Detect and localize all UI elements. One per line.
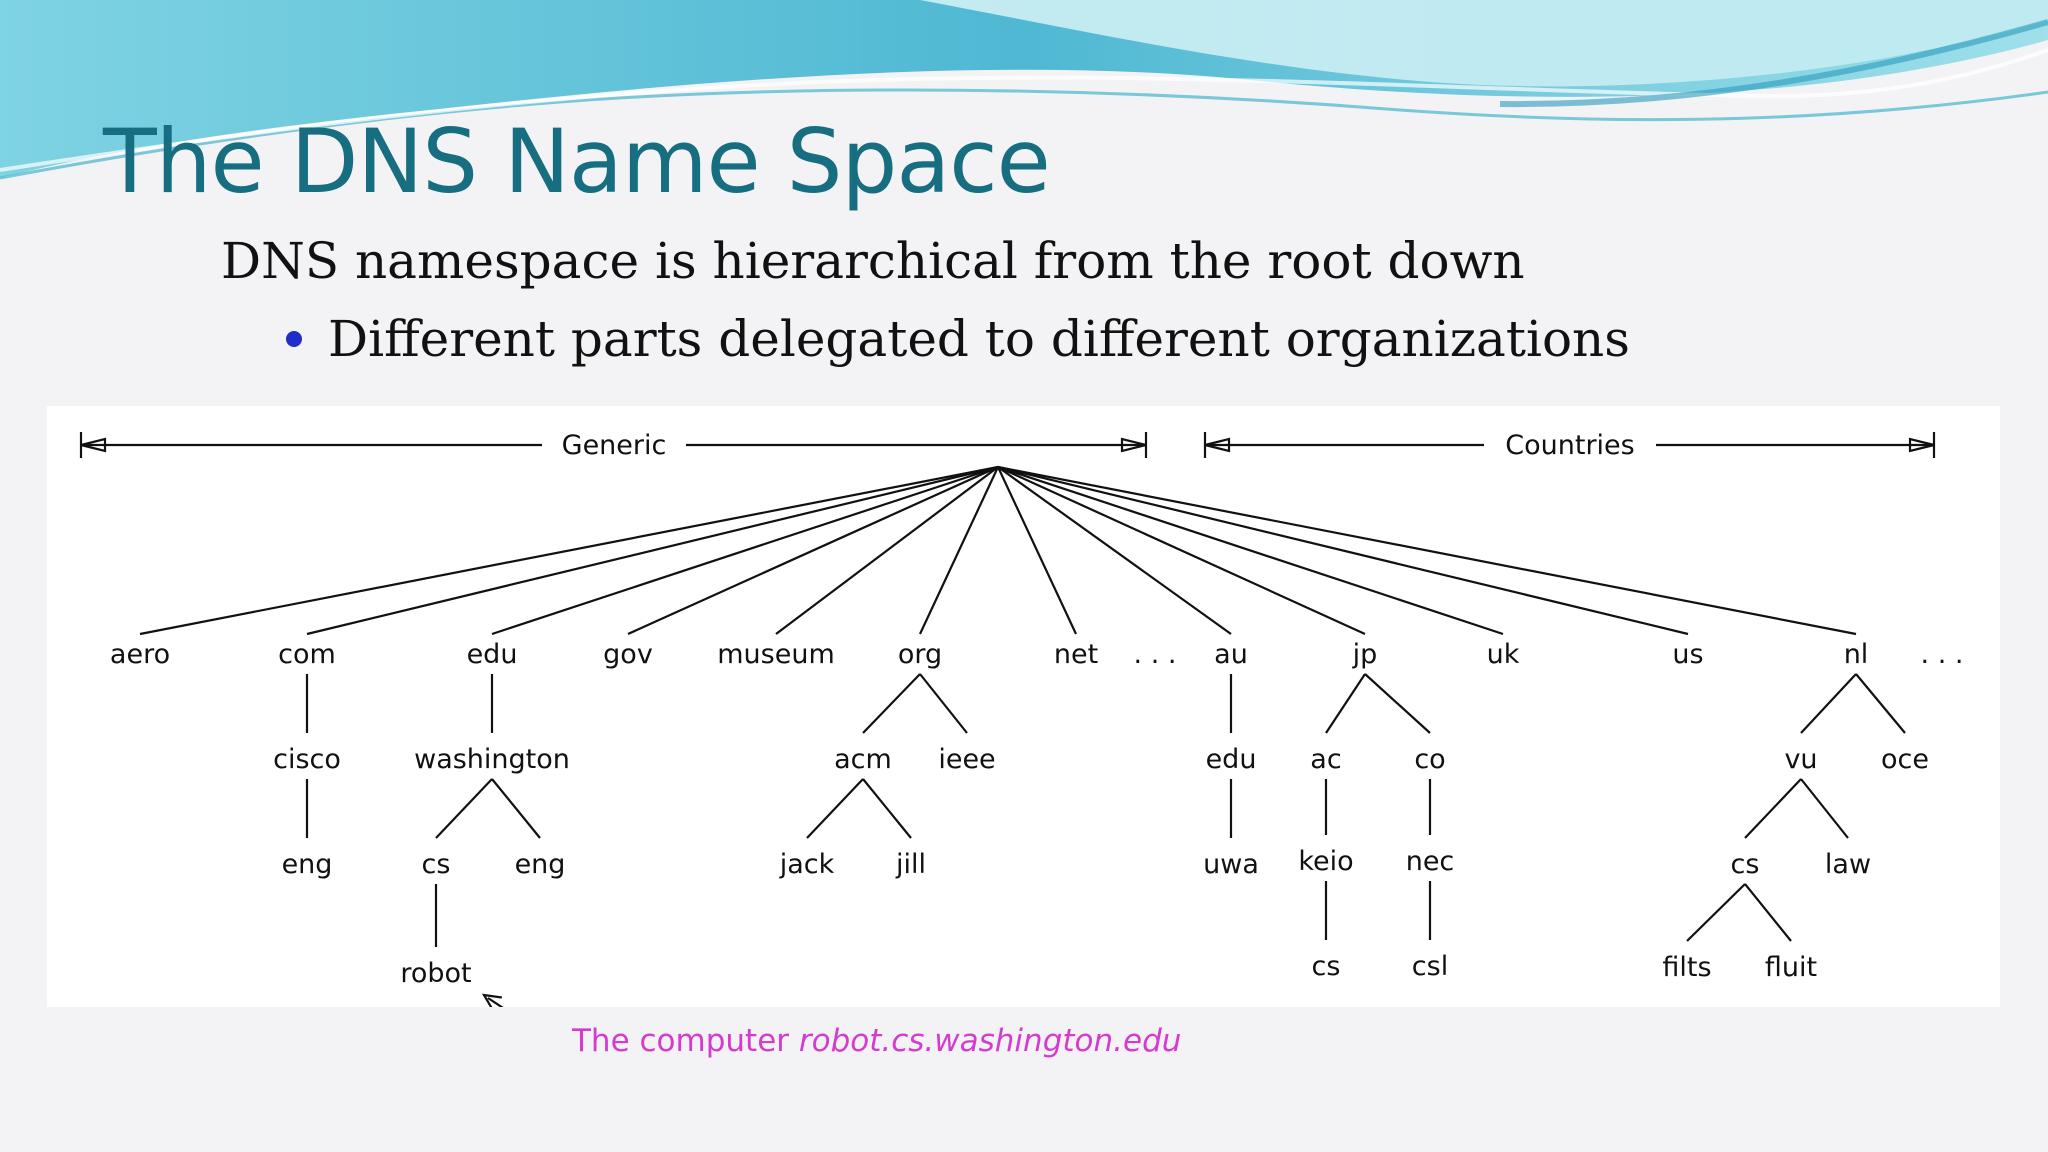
edge-root-us <box>997 465 1689 636</box>
node-uwa: uwa <box>1203 849 1259 880</box>
node-net: net <box>1054 639 1098 670</box>
bullet-text: Different parts delegated to different o… <box>328 310 1630 368</box>
node-filts: filts <box>1662 952 1711 983</box>
node-gov: gov <box>603 639 653 670</box>
node-ellipsis1: . . . <box>1134 639 1177 670</box>
edge-vu-cs-fluit <box>1744 883 1792 942</box>
robot-annotation-caption: The computer robot.cs.washington.edu <box>572 1023 1181 1059</box>
edge-root-au <box>997 466 1232 635</box>
node-com: com <box>278 639 336 670</box>
node-vu: vu <box>1784 744 1817 775</box>
node-jp: jp <box>1352 639 1378 670</box>
edge-root-net <box>997 466 1077 635</box>
robot-pointer-arrow <box>481 993 504 1007</box>
node-org: org <box>898 639 942 670</box>
node-au: au <box>1214 639 1248 670</box>
node-acm: acm <box>834 744 892 775</box>
node-vu-cs: cs <box>1731 849 1760 880</box>
node-edu: edu <box>467 639 518 670</box>
node-jill: jill <box>895 849 926 880</box>
edge-root-uk <box>997 465 1504 636</box>
node-jack: jack <box>779 849 835 880</box>
edge-org-acm <box>862 673 921 734</box>
slide-subtitle: DNS namespace is hierarchical from the r… <box>221 232 1525 290</box>
node-fluit: fluit <box>1765 952 1817 983</box>
node-ac: ac <box>1310 744 1341 775</box>
node-cisco: cisco <box>273 744 341 775</box>
caption-domain: robot.cs.washington.edu <box>798 1023 1182 1059</box>
range-label-countries: Countries <box>1505 430 1634 461</box>
edge-jp-ac <box>1325 673 1366 734</box>
header-wave-decoration <box>0 0 2048 180</box>
edge-root-com <box>306 465 999 636</box>
node-keio-cs: cs <box>1312 951 1341 982</box>
node-au-edu: edu <box>1206 744 1257 775</box>
node-com-eng: eng <box>282 849 333 880</box>
edge-nl-oce <box>1855 673 1906 734</box>
edge-vu-vu-cs <box>1744 778 1802 839</box>
slide-title: The DNS Name Space <box>103 110 1051 213</box>
range-label-generic: Generic <box>562 430 667 461</box>
edge-acm-jill <box>862 778 912 839</box>
node-us: us <box>1672 639 1703 670</box>
node-csl: csl <box>1412 951 1448 982</box>
node-ellipsis2: . . . <box>1921 639 1964 670</box>
edge-root-museum <box>775 466 999 635</box>
edge-root-nl <box>997 465 1857 636</box>
node-law: law <box>1825 849 1871 880</box>
node-uk: uk <box>1487 639 1520 670</box>
edge-nl-vu <box>1800 673 1857 734</box>
node-oce: oce <box>1881 744 1929 775</box>
edge-acm-jack <box>806 778 864 839</box>
range-generic: Generic <box>79 430 1148 461</box>
edge-root-gov <box>627 465 999 636</box>
caption-prefix: The computer <box>572 1023 799 1059</box>
node-museum: museum <box>717 639 835 670</box>
node-aero: aero <box>110 639 170 670</box>
edge-org-ieee <box>919 673 968 734</box>
node-wash-eng: eng <box>515 849 566 880</box>
edge-vu-law <box>1800 778 1849 839</box>
edge-washington-wash-cs <box>435 778 493 839</box>
node-nec: nec <box>1406 846 1455 877</box>
node-wash-cs: cs <box>422 849 451 880</box>
edge-vu-cs-filts <box>1686 883 1746 942</box>
node-keio: keio <box>1298 846 1353 877</box>
range-countries: Countries <box>1203 430 1936 461</box>
edge-jp-co <box>1364 673 1431 734</box>
diagram-panel <box>47 406 2000 1007</box>
node-co: co <box>1414 744 1445 775</box>
bullet-dot-icon <box>286 331 302 347</box>
edge-root-edu <box>491 465 999 636</box>
edge-root-aero <box>139 465 999 636</box>
edge-washington-wash-eng <box>491 778 541 839</box>
node-ieee: ieee <box>938 744 995 775</box>
edge-root-jp <box>997 465 1366 636</box>
dns-namespace-tree: aero com edu gov museum org net . . . au jp uk us nl… <box>79 430 1964 1007</box>
node-robot: robot <box>400 958 471 989</box>
bullet-item: Different parts delegated to different o… <box>286 314 1630 364</box>
node-nl: nl <box>1844 639 1869 670</box>
node-washington: washington <box>414 744 570 775</box>
edge-root-org <box>919 466 999 635</box>
